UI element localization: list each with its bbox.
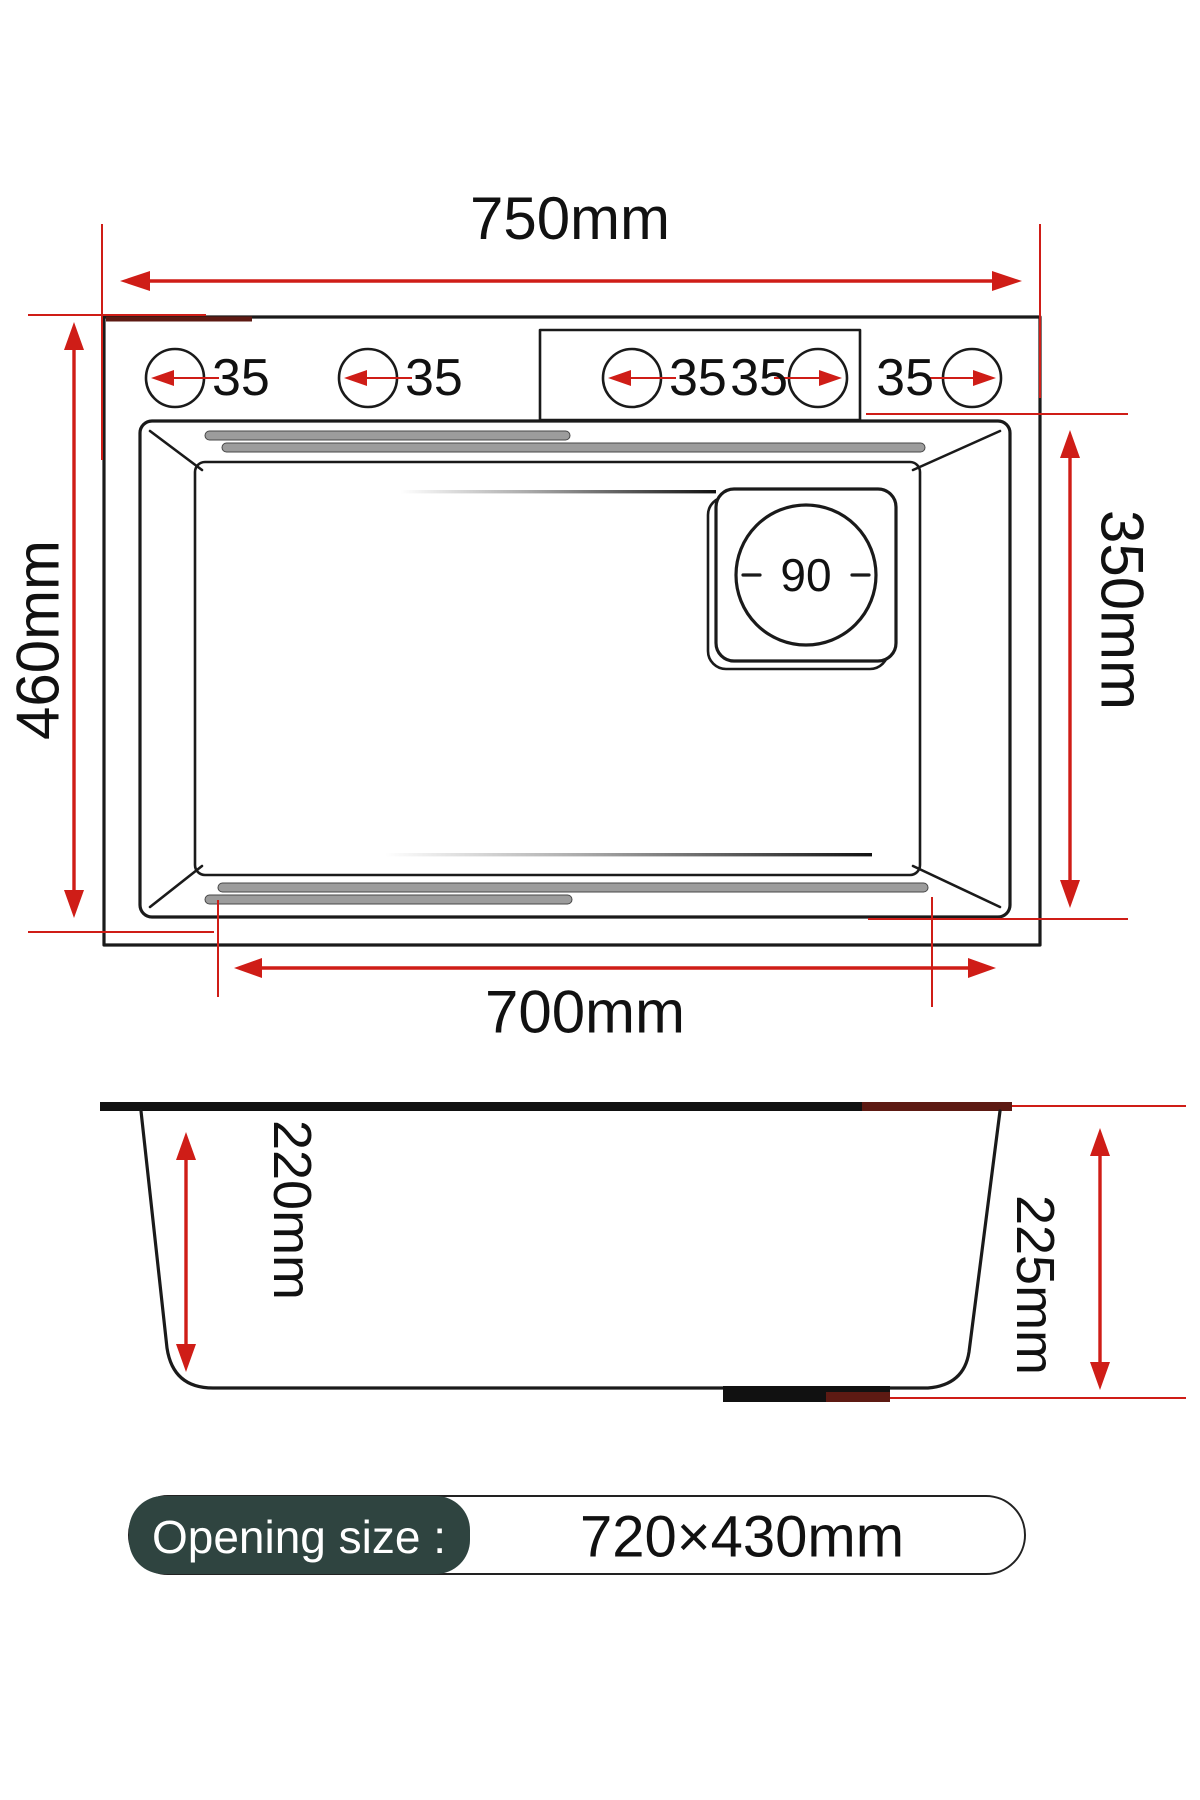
dimension-220-label: 220mm (262, 1120, 322, 1300)
faucet-hole-label-3: 35 (669, 349, 727, 407)
opening-size-label-pill (129, 1496, 470, 1574)
bevel-top-right (911, 429, 1002, 472)
countertop-bar (100, 1102, 1012, 1111)
dimension-700 (217, 897, 996, 1007)
dimension-700-label: 700mm (485, 979, 685, 1046)
drain-groove-bottom-2 (204, 894, 573, 905)
opening-size-label: Opening size : (152, 1511, 446, 1563)
countertop-overlap-mark (862, 1102, 1012, 1111)
faucet-hole-label-2: 35 (405, 349, 463, 407)
bevel-top-left (148, 429, 204, 472)
top-view: 90 35 35 35 35 35 (5, 185, 1156, 1046)
dimension-750-label: 750mm (470, 185, 670, 252)
dimension-350-label: 350mm (1089, 510, 1156, 710)
faucet-hole-label-4: 35 (730, 349, 788, 407)
dimension-220 (176, 1132, 196, 1372)
dimension-460-label: 460mm (5, 540, 72, 740)
platform-step-line-bottom (385, 853, 872, 857)
dimension-225 (1090, 1128, 1110, 1390)
dimension-350 (866, 413, 1128, 920)
dimension-460 (28, 322, 214, 933)
dimension-750 (28, 224, 1041, 460)
dimension-225-label: 225mm (1005, 1195, 1065, 1375)
bevel-bottom-left (148, 864, 204, 909)
drain-fitting-overlap-mark (826, 1392, 890, 1402)
sink-body-profile (139, 1109, 1002, 1390)
drain-hole-circle (734, 503, 878, 647)
faucet-hole-label-5: 35 (876, 349, 934, 407)
drain-groove-bottom-1 (217, 882, 929, 893)
faucet-hole-label-1: 35 (212, 349, 270, 407)
drain-groove-top-1 (204, 430, 571, 441)
drain-diameter-label: 90 (780, 549, 831, 601)
bevel-bottom-right (911, 864, 1002, 909)
side-view: 220mm 225mm (100, 1102, 1186, 1402)
opening-size-value: 720×430mm (580, 1505, 904, 1570)
opening-size-badge: Opening size : 720×430mm (128, 1495, 1026, 1575)
drain-groove-top-2 (221, 442, 926, 453)
platform-step-line-top (400, 490, 716, 494)
faucet-hole-arrows (151, 370, 996, 386)
